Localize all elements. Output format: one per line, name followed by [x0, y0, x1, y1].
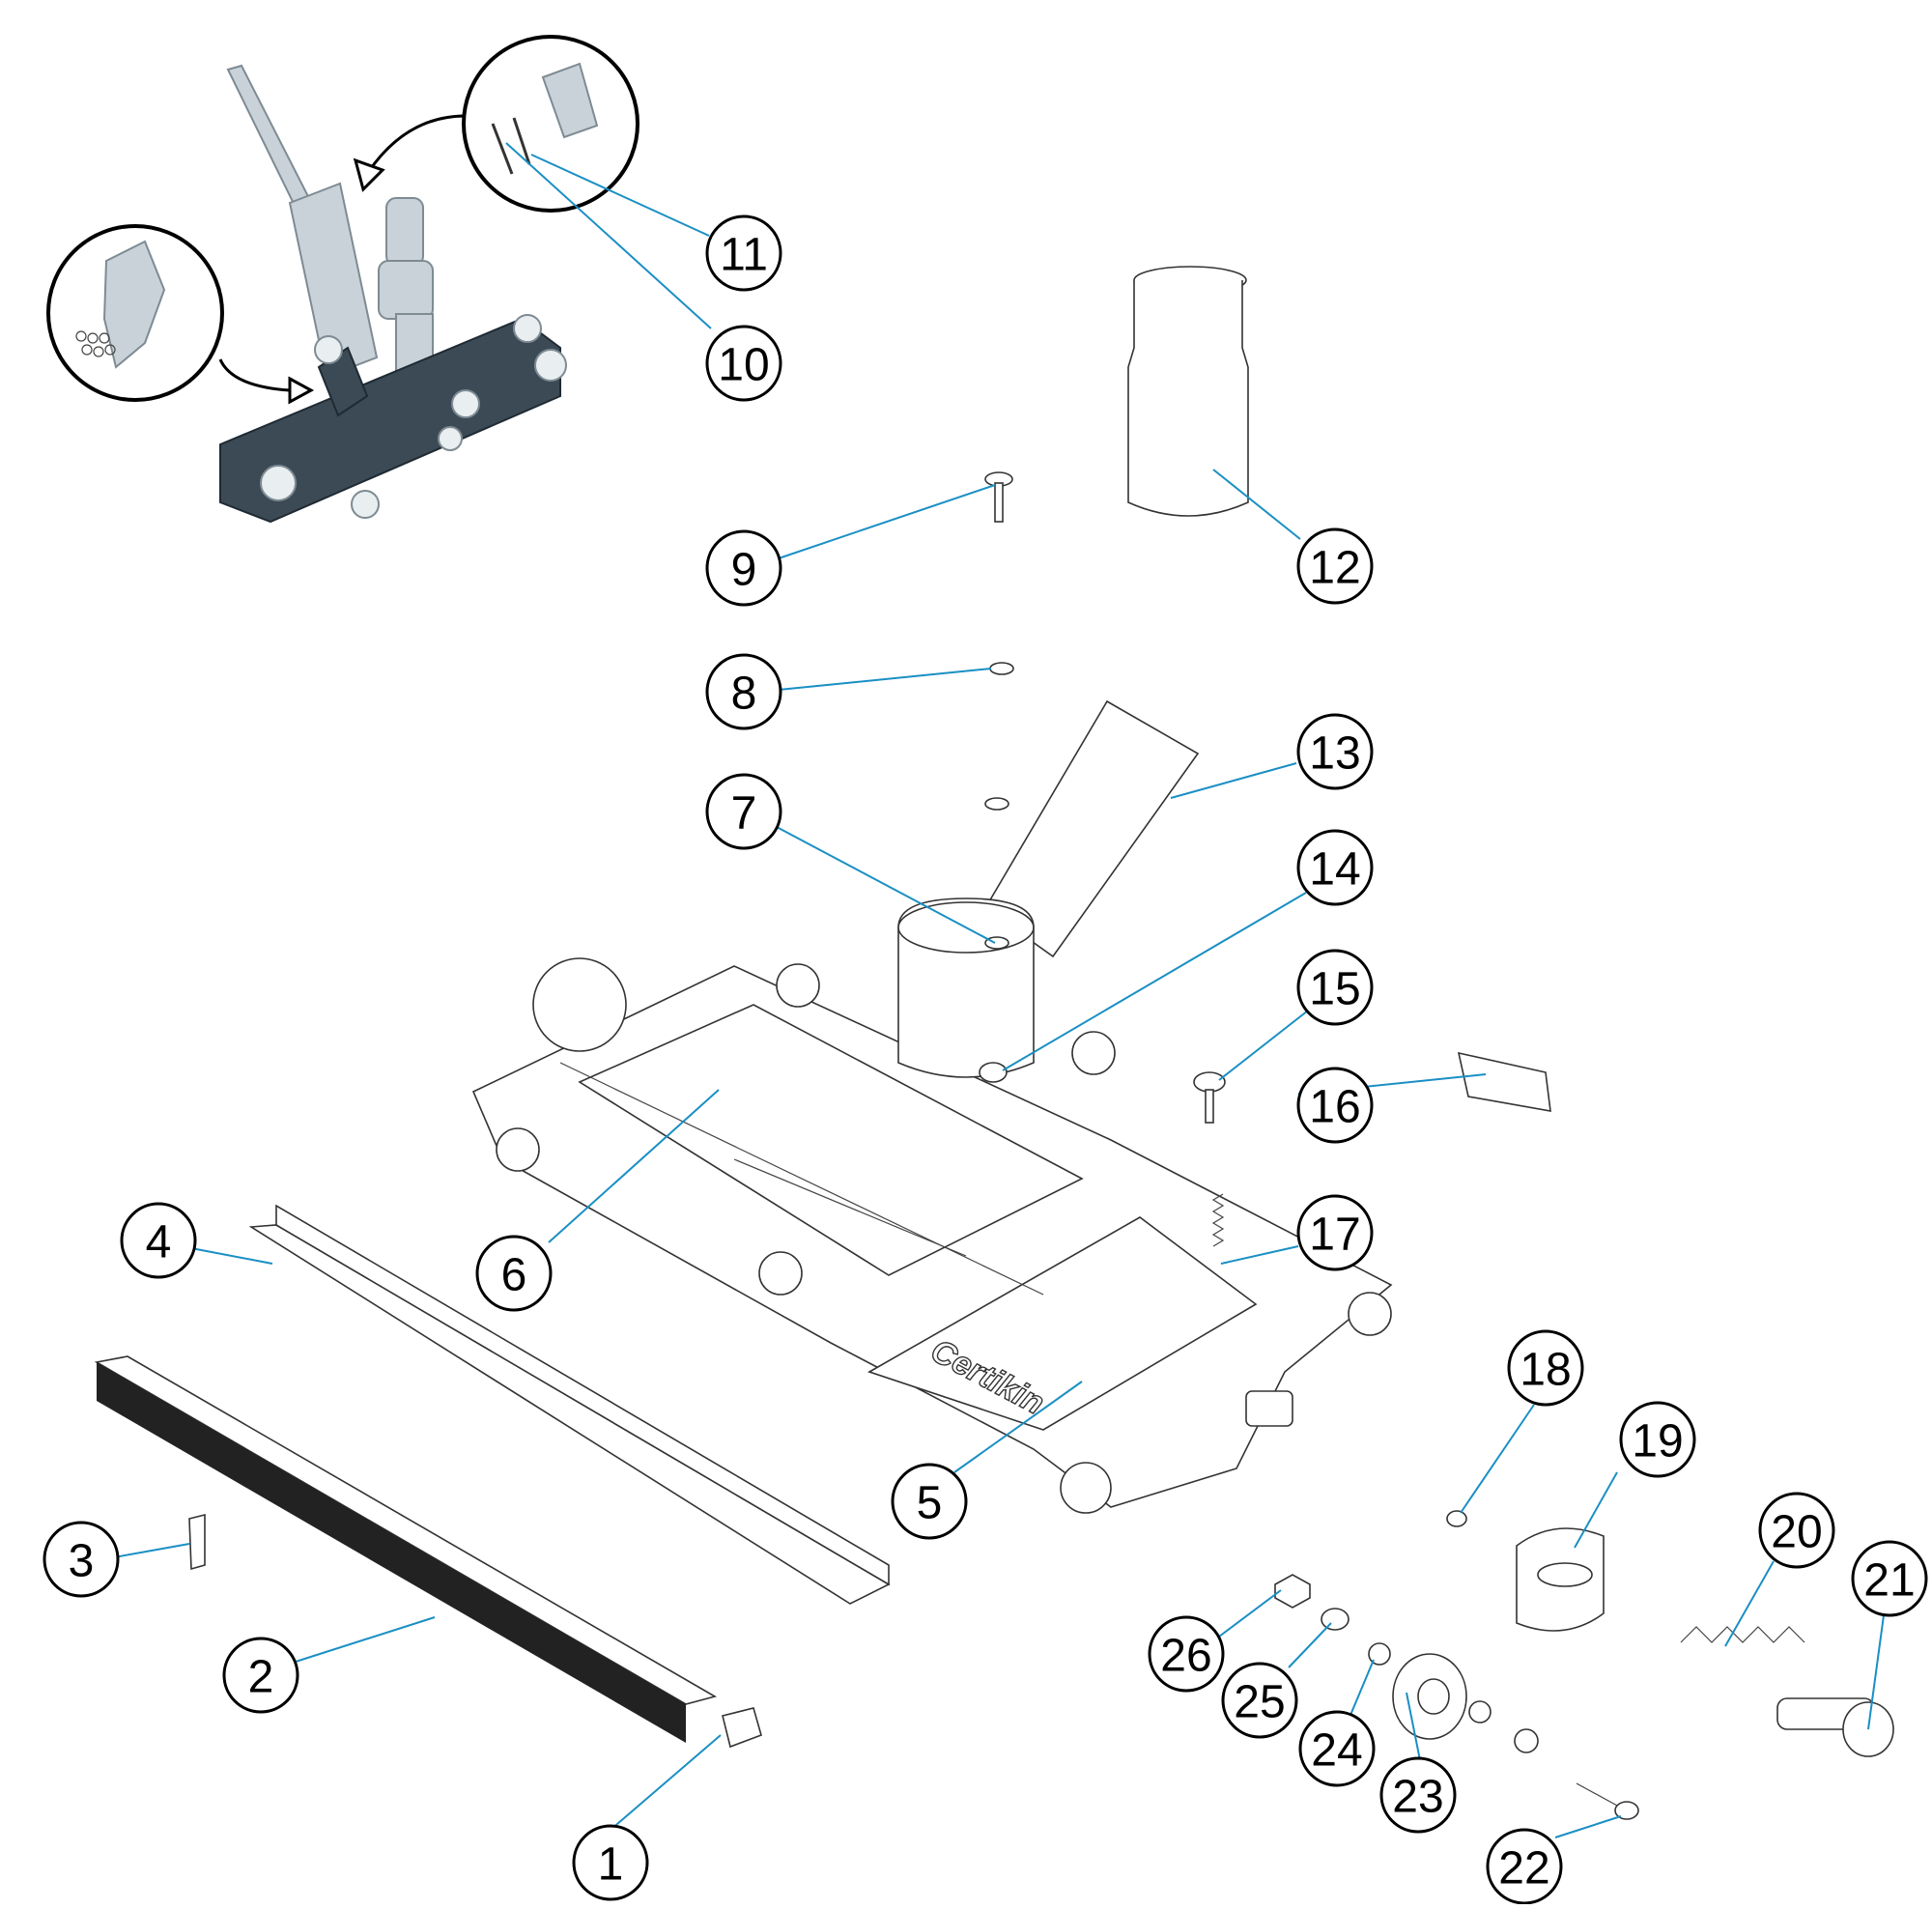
part-axle	[1776, 1697, 1894, 1757]
callout-label: 10	[718, 340, 769, 391]
callout-5: 5	[891, 1463, 968, 1540]
callout-20: 20	[1758, 1492, 1835, 1569]
callout-label: 6	[501, 1250, 527, 1301]
callout-15: 15	[1296, 949, 1374, 1026]
callout-10: 10	[705, 325, 782, 402]
callout-1: 1	[572, 1824, 649, 1901]
part-thumb-screw	[984, 471, 1013, 523]
callout-label: 19	[1632, 1416, 1683, 1467]
part-knob	[1193, 1071, 1226, 1124]
part-brush-bristles	[97, 1362, 686, 1743]
callout-13: 13	[1296, 713, 1374, 790]
callout-label: 4	[146, 1217, 172, 1268]
callout-label: 20	[1771, 1507, 1822, 1558]
callout-2: 2	[222, 1637, 299, 1714]
callout-label: 7	[731, 788, 757, 840]
arrow-icon	[218, 358, 291, 392]
part-bearing	[1392, 1653, 1467, 1740]
callout-label: 18	[1520, 1345, 1571, 1396]
callout-7: 7	[705, 773, 782, 850]
part-nut-26	[1274, 1574, 1311, 1609]
callout-label: 25	[1234, 1677, 1285, 1728]
callout-14: 14	[1296, 829, 1374, 906]
callout-label: 1	[598, 1839, 624, 1891]
callout-label: 15	[1309, 964, 1360, 1015]
callout-22: 22	[1486, 1828, 1563, 1905]
callout-label: 24	[1311, 1725, 1362, 1777]
callout-12: 12	[1296, 527, 1374, 605]
part-washer-18	[1446, 1510, 1467, 1527]
assembled-product-photo	[46, 35, 639, 524]
part-pin	[1576, 1782, 1639, 1820]
callout-6: 6	[475, 1235, 553, 1312]
photo-hose-cuff	[385, 197, 424, 267]
callout-label: 9	[731, 545, 757, 596]
part-spring-20	[1680, 1626, 1805, 1643]
callout-label: 17	[1309, 1210, 1360, 1261]
part-hose-cuff	[1127, 266, 1249, 517]
callout-26: 26	[1148, 1615, 1225, 1693]
callout-label: 26	[1160, 1631, 1211, 1682]
detail-circle-screws	[462, 35, 639, 213]
callout-label: 5	[917, 1478, 943, 1529]
callout-label: 23	[1392, 1772, 1443, 1823]
part-washer-extra	[984, 797, 1009, 811]
callout-label: 13	[1309, 728, 1360, 780]
callout-16: 16	[1296, 1067, 1374, 1144]
callout-25: 25	[1221, 1662, 1298, 1739]
part-handle-bracket	[983, 699, 1200, 958]
callout-11: 11	[705, 214, 782, 292]
part-wheel	[1516, 1527, 1605, 1632]
part-nut-25	[1321, 1608, 1350, 1631]
callout-label: 12	[1309, 543, 1360, 594]
callout-9: 9	[705, 529, 782, 607]
callout-label: 3	[69, 1536, 95, 1587]
callout-8: 8	[705, 653, 782, 730]
callout-18: 18	[1507, 1329, 1584, 1407]
small-screws-icon	[75, 330, 116, 357]
callout-label: 8	[731, 669, 757, 720]
photo-handle-bracket	[288, 182, 379, 379]
leader-lines	[113, 142, 1885, 1838]
part-bushing-24	[1368, 1642, 1391, 1666]
callout-17: 17	[1296, 1194, 1374, 1271]
part-plate	[1457, 1051, 1551, 1112]
callout-label: 11	[720, 230, 768, 281]
arrow-icon	[365, 114, 467, 175]
callout-23: 23	[1379, 1756, 1457, 1834]
callout-label: 14	[1309, 844, 1360, 896]
callout-24: 24	[1298, 1710, 1376, 1787]
callout-4: 4	[120, 1202, 197, 1279]
part-end-cap	[722, 1707, 762, 1749]
callout-21: 21	[1851, 1540, 1928, 1617]
callout-19: 19	[1619, 1401, 1696, 1478]
callout-label: 16	[1309, 1082, 1360, 1133]
part-vacuum-body: Certikin	[471, 898, 1393, 1514]
callout-label: 2	[248, 1652, 274, 1703]
part-spring-17	[1211, 1193, 1225, 1247]
callout-label: 21	[1863, 1555, 1915, 1607]
part-clip	[188, 1513, 206, 1571]
callout-3: 3	[43, 1521, 120, 1598]
part-washer-8	[989, 662, 1014, 675]
callout-label: 22	[1498, 1843, 1549, 1895]
